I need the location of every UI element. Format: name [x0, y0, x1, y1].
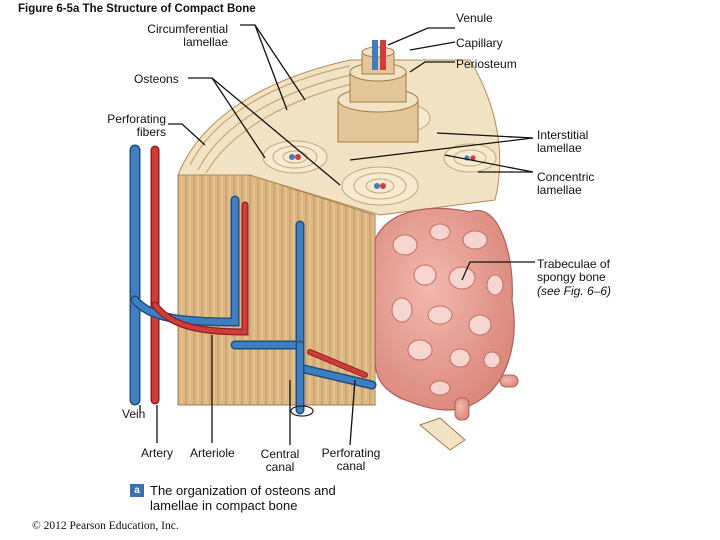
label-vein: Vein [122, 407, 146, 421]
label-circumferential-lamellae: Circumferential lamellae [147, 22, 228, 49]
label-perforating-canal: Perforating canal [321, 446, 381, 473]
label-capillary: Capillary [456, 36, 503, 50]
label-arteriole: Arteriole [190, 446, 235, 460]
label-interstitial-lamellae: Interstitial lamellae [537, 128, 589, 155]
raised-osteon [337, 40, 419, 143]
label-perforating-fibers: Perforating fibers [107, 112, 166, 139]
label-central-canal: Central canal [260, 447, 300, 474]
perforating-canal-ring [290, 405, 314, 417]
label-venule: Venule [456, 11, 493, 25]
copyright-notice: © 2012 Pearson Education, Inc. [32, 520, 179, 532]
osteon-2 [341, 166, 419, 206]
figure-caption: The organization of osteons and lamellae… [150, 483, 336, 513]
label-osteons: Osteons [134, 72, 179, 86]
figure-title: Figure 6-5a The Structure of Compact Bon… [18, 3, 256, 15]
label-trabeculae-ref: (see Fig. 6–6) [537, 284, 612, 298]
leader-lines [139, 24, 535, 446]
trabecula-fragment [419, 417, 466, 451]
label-periosteum: Periosteum [456, 57, 517, 71]
circumferential-lamellae-lines [189, 65, 361, 174]
blood-vessels [129, 144, 377, 415]
spongy-bone [374, 207, 519, 451]
label-concentric-lamellae: Concentric lamellae [537, 170, 595, 197]
caption-badge: a [130, 484, 144, 497]
osteon-3 [443, 143, 497, 173]
label-artery: Artery [141, 446, 174, 460]
label-trabeculae: Trabeculae of spongy bone [537, 257, 610, 284]
bone-side-face [177, 174, 376, 406]
osteon-1 [262, 140, 328, 174]
